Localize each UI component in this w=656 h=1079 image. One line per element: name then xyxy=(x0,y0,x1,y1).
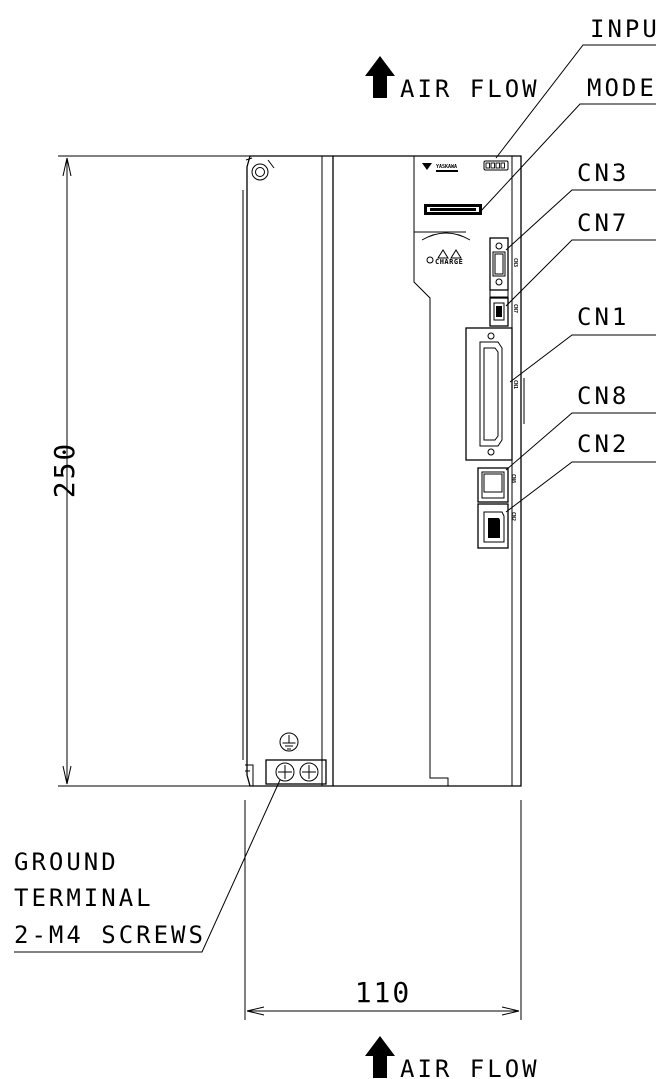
label-mode: MODE xyxy=(587,74,656,102)
cn1-connector xyxy=(465,327,513,461)
input-switch xyxy=(483,160,509,171)
air-flow-bottom-group: AIR FLOW xyxy=(365,1036,540,1079)
height-dimension-value: 250 xyxy=(48,442,81,499)
height-dimension: 250 xyxy=(48,155,250,787)
ground-symbol-icon xyxy=(279,732,299,752)
mounting-hole-top xyxy=(251,163,269,181)
air-flow-bottom-label: AIR FLOW xyxy=(400,1055,540,1079)
brand-logo-icon xyxy=(422,163,432,170)
width-dimension-value: 110 xyxy=(355,976,412,1009)
label-input: INPU xyxy=(590,15,656,43)
ground-label-line1: GROUND xyxy=(14,848,119,876)
drive-body xyxy=(242,155,525,787)
charge-label: CHARGE xyxy=(435,258,463,266)
air-flow-top-label: AIR FLOW xyxy=(400,75,540,103)
cn2-connector xyxy=(477,503,509,549)
cn7-connector xyxy=(489,297,509,327)
air-flow-top-group: AIR FLOW xyxy=(365,56,540,103)
screw-head-icon-2 xyxy=(299,762,319,782)
up-arrow-icon xyxy=(365,56,395,98)
label-cn3: CN3 xyxy=(577,159,629,187)
label-cn8: CN8 xyxy=(577,382,629,410)
mounting-slot-bottom xyxy=(245,764,254,786)
ground-label-line2: TERMINAL xyxy=(14,884,154,912)
callout-labels: INPU MODE CN3 CN7 CN1 CN8 CN2 xyxy=(479,15,656,513)
charge-led xyxy=(426,256,434,264)
label-cn7: CN7 xyxy=(577,209,629,237)
svg-text:CN7: CN7 xyxy=(512,304,518,313)
label-cn1: CN1 xyxy=(577,303,629,331)
ground-terminal-block xyxy=(265,759,327,785)
front-panel: YASKAWA CHARGE CN3 CN7 xyxy=(265,160,518,785)
width-dimension: 110 xyxy=(244,800,522,1020)
label-cn2: CN2 xyxy=(577,430,629,458)
svg-text:CN3: CN3 xyxy=(512,258,518,267)
brand-label: YASKAWA xyxy=(436,164,457,170)
warning-triangle-icon xyxy=(437,249,449,259)
charge-arc xyxy=(421,232,471,241)
up-arrow-icon-bottom xyxy=(365,1036,395,1078)
ground-label-line3: 2-M4 SCREWS xyxy=(14,921,206,949)
warning-triangle-icon-2 xyxy=(450,249,462,259)
svg-text:CN1: CN1 xyxy=(512,380,518,389)
ground-terminal-callout: GROUND TERMINAL 2-M4 SCREWS xyxy=(14,779,281,953)
screw-head-icon xyxy=(275,762,295,782)
svg-text:CN2: CN2 xyxy=(510,512,516,521)
cn8-connector xyxy=(477,467,509,503)
svg-text:CN8: CN8 xyxy=(510,474,516,483)
